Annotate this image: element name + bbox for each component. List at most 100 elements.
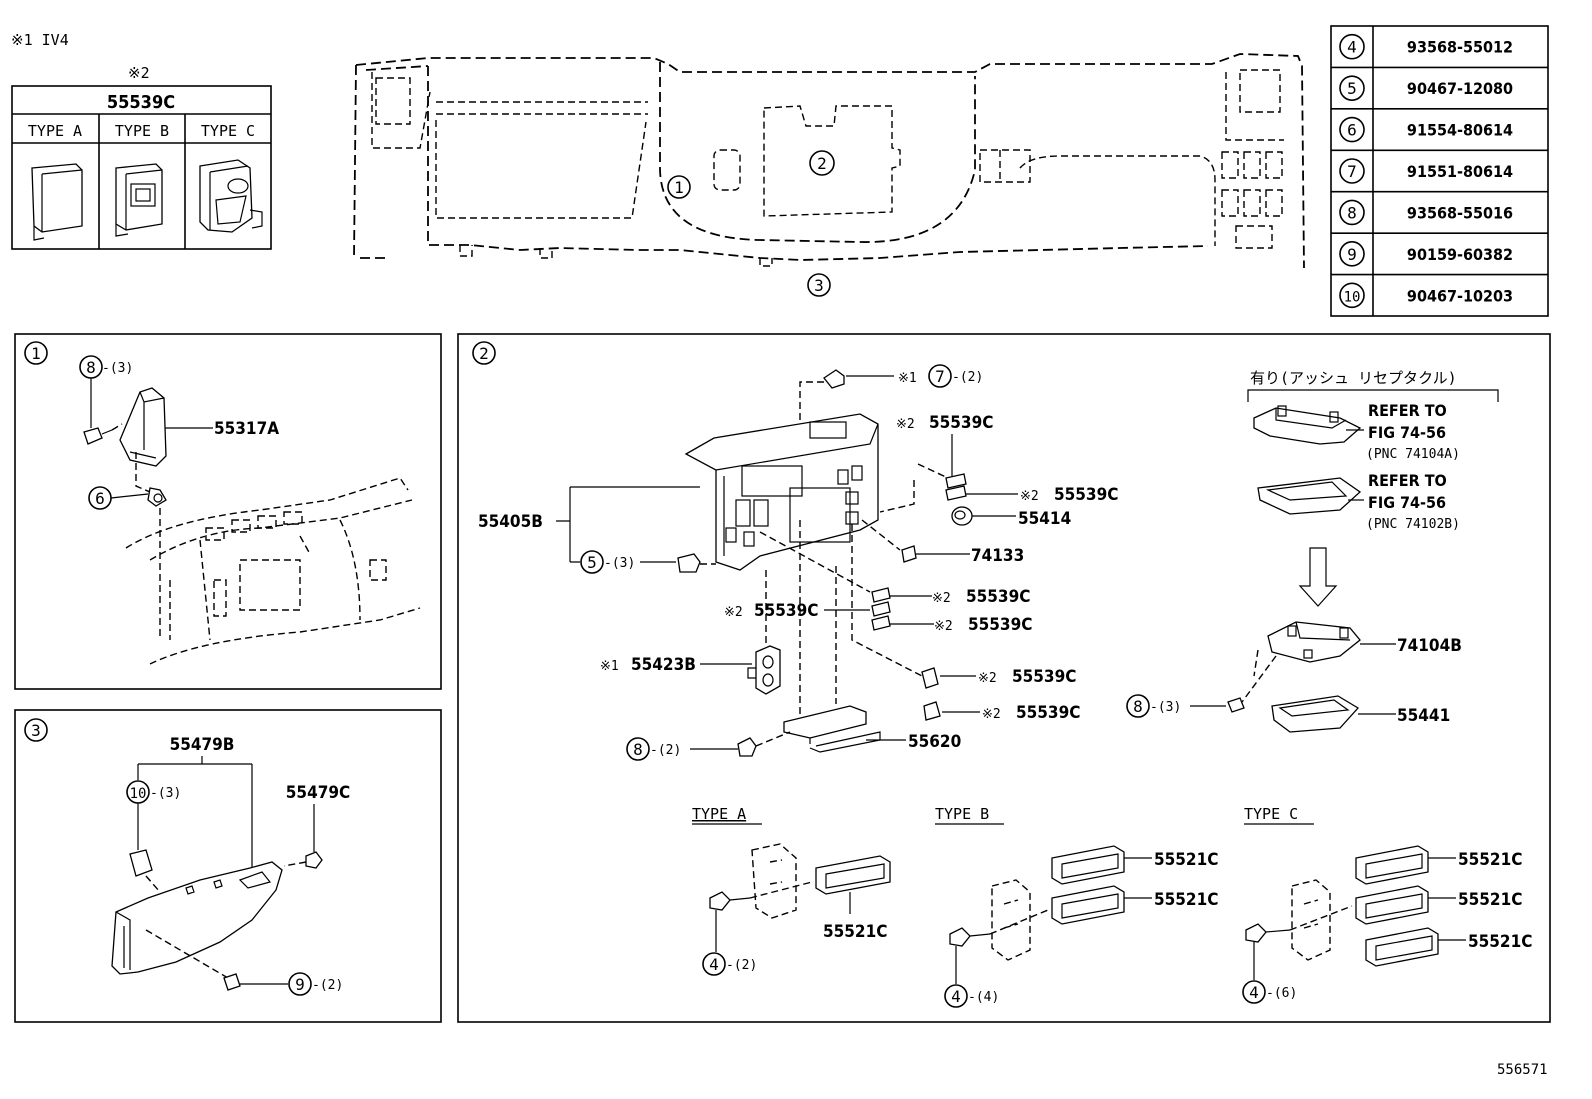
panel-3-ref-9: 9	[295, 975, 305, 994]
label-55620: 55620	[908, 732, 961, 752]
hardware-ref: 6	[1347, 121, 1357, 140]
type-table-col-b: TYPE B	[115, 122, 169, 140]
hardware-part-no: 93568-55016	[1407, 203, 1513, 222]
panel-2-ref-8: 8	[633, 740, 643, 759]
hardware-ref-circle	[1339, 33, 1365, 60]
panel-1-ref: 1	[31, 344, 41, 363]
label-55539C-left: 55539C	[754, 601, 818, 621]
label-55521C-type-b1: 55521C	[1154, 850, 1218, 870]
type-c-qty-4: -(6)	[1266, 986, 1297, 1001]
cap-55539C-lower1	[921, 667, 939, 689]
type-b-assembly: 55521C 55521C 4 -(4)	[944, 845, 1218, 1008]
note-iv4: ※1 IV4	[11, 31, 69, 49]
switch-55423B	[747, 645, 781, 695]
panel-2-screw-8	[737, 737, 757, 757]
type-b-ref-4: 4	[951, 987, 961, 1006]
panel-2-ref: 2	[479, 344, 489, 363]
knob-55414	[951, 506, 973, 526]
screw7-mark: ※1	[898, 371, 917, 386]
type-table: 55539C TYPE A TYPE B TYPE C	[11, 85, 272, 250]
type-table-frame	[11, 85, 272, 250]
center-cluster-55405B	[684, 413, 879, 571]
label-55521C-type-a: 55521C	[823, 922, 887, 942]
type-b-qty-4: -(4)	[968, 990, 999, 1005]
top-left-notes: ※1 IV4 ※2	[11, 31, 150, 82]
type-c-heading: TYPE C	[1244, 805, 1298, 823]
panel-3-clip-55479C	[305, 851, 323, 869]
panel-2-qty-8c: -(3)	[1150, 700, 1181, 715]
hardware-part-no: 90159-60382	[1407, 245, 1513, 264]
type-table-part-no: 55539C	[107, 92, 175, 113]
hardware-ref-circle	[1339, 199, 1365, 226]
refer2-line3: (PNC 74102B)	[1366, 517, 1460, 532]
panel-3-frame	[14, 709, 442, 1023]
panel-3-ref: 3	[31, 721, 41, 740]
panel-2-ref-7-circle	[928, 364, 952, 388]
panel-1-dashboard-section	[125, 477, 421, 665]
down-arrow	[1298, 547, 1338, 607]
type-a-ref-4-circle	[702, 952, 726, 976]
label-74133: 74133	[971, 546, 1024, 566]
overview-ref-3-circle	[807, 273, 831, 297]
panel-1-screw-8	[83, 427, 113, 445]
hardware-ref-circle	[1339, 75, 1365, 101]
hardware-ref: 4	[1347, 38, 1357, 57]
type-c-ref-4: 4	[1249, 983, 1259, 1002]
label-55521C-type-c3: 55521C	[1468, 932, 1532, 952]
hardware-ref-circle	[1339, 241, 1365, 267]
label-55479B: 55479B	[170, 735, 235, 755]
label-55414: 55414	[1018, 509, 1071, 529]
label-55423B: 55423B	[631, 655, 696, 675]
overview-ref-1: 1	[674, 178, 684, 197]
note-2: ※2	[128, 64, 150, 82]
cover-55479B	[111, 861, 283, 975]
type-a-cap-drawing	[31, 163, 83, 241]
bracket-55317A	[119, 387, 167, 467]
dashboard-overview: 2 1 3	[353, 53, 1305, 297]
part-74133	[901, 545, 917, 563]
label-55479C: 55479C	[286, 783, 350, 803]
panel-3: 3 55479B 10 -(3) 55479C 9 -(2)	[14, 709, 442, 1023]
type-a-qty-4: -(2)	[726, 958, 757, 973]
bracket-74104B	[1267, 621, 1361, 663]
overview-ref-2: 2	[817, 154, 827, 173]
overview-ref-1-circle	[667, 175, 691, 199]
panel-2-screw-7	[823, 369, 845, 389]
panel-3-clip-10	[129, 849, 153, 877]
type-b-ref-4-circle	[944, 984, 968, 1008]
ash-receptacle-title: 有り(アッシュ リセプタクル)	[1250, 369, 1457, 387]
panel-1-ref-8: 8	[86, 358, 96, 377]
panel-2-qty-5: -(3)	[604, 556, 635, 571]
type-a-assembly: 55521C 4 -(2)	[702, 843, 891, 976]
overview-ref-3: 3	[814, 276, 824, 295]
type-a-heading: TYPE A	[692, 805, 746, 823]
overview-ref-2-circle	[809, 150, 835, 176]
hardware-ref-circle	[1339, 158, 1365, 184]
panel-3-screw-9	[223, 973, 241, 991]
panel-1-frame	[14, 333, 442, 690]
label-55539C-top: 55539C	[929, 413, 993, 433]
label-55539C-b: 55539C	[1054, 485, 1118, 505]
mark-55539C-left: ※2	[724, 605, 743, 620]
panel-2-frame	[457, 333, 1551, 1023]
label-55521C-type-c2: 55521C	[1458, 890, 1522, 910]
type-b-cap-drawing	[115, 163, 163, 237]
panel-1-qty-8: -(3)	[102, 361, 133, 376]
figure-id: 556571	[1497, 1062, 1548, 1078]
refer1-line1: REFER TO	[1368, 401, 1447, 420]
hardware-part-no: 93568-55012	[1407, 38, 1513, 57]
panel-2-ref-8c-circle	[1126, 694, 1150, 718]
mark-55423B: ※1	[600, 659, 619, 674]
refer2-line2: FIG 74-56	[1368, 493, 1446, 512]
mark-top-55539C: ※2	[896, 417, 915, 432]
hardware-part-no: 90467-10203	[1407, 286, 1513, 305]
bracket-55620	[783, 705, 881, 753]
type-c-ref-4-circle	[1242, 980, 1266, 1004]
ash-tray-55441	[1271, 695, 1360, 733]
label-55539C-l2: 55539C	[1016, 703, 1080, 723]
label-55317A: 55317A	[214, 419, 279, 439]
hardware-ref-circle	[1339, 282, 1365, 309]
type-table-col-c: TYPE C	[201, 122, 255, 140]
